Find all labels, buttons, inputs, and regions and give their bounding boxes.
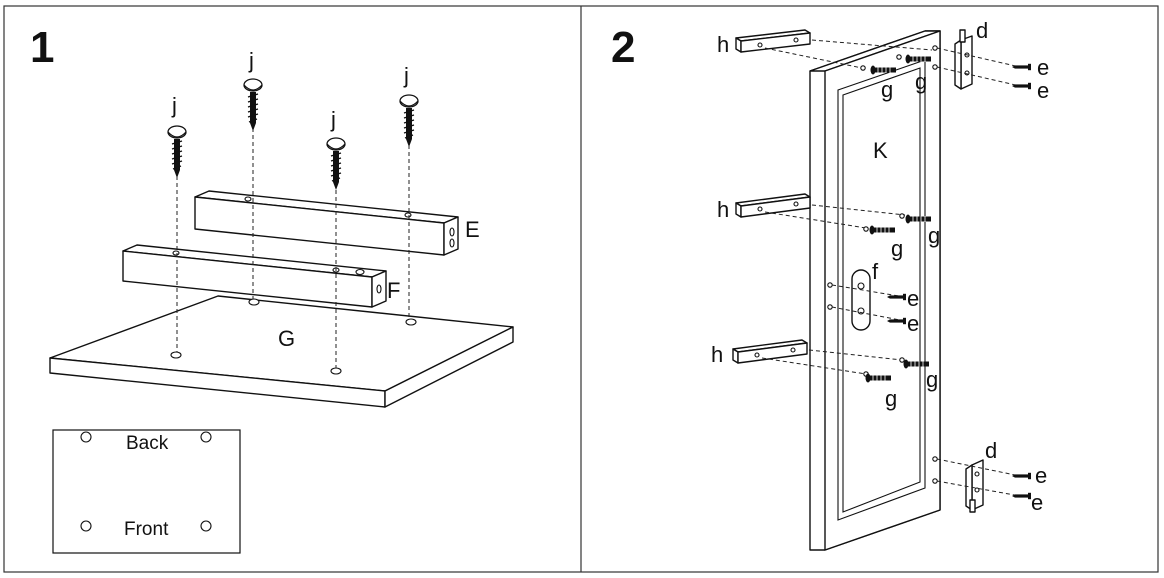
label-screw-e: e: [1037, 55, 1049, 80]
alignment-line: [831, 306, 906, 322]
alignment-line: [764, 211, 867, 229]
label-screw-e: e: [907, 286, 919, 311]
label-bracket-d: d: [976, 18, 988, 43]
bracket-h-bot: [732, 339, 808, 364]
alignment-line: [936, 480, 1021, 497]
label-bracket-f: f: [872, 259, 879, 284]
panel-2: 2 K h h: [611, 18, 1049, 551]
screw-e-icon: [1012, 63, 1031, 71]
label-bolt-g: g: [926, 367, 938, 392]
screw-e-icon: [1012, 492, 1031, 500]
label-bolt-g: g: [881, 77, 893, 102]
bracket-f: [851, 269, 871, 331]
inset-back-label: Back: [126, 433, 169, 454]
bracket-d-bot: [965, 459, 984, 513]
label-screw-e: e: [1035, 463, 1047, 488]
frame-k: [809, 30, 941, 551]
alignment-line: [808, 349, 903, 361]
screw-j-icon: [399, 94, 419, 148]
label-screw-e: e: [1037, 78, 1049, 103]
label-screw-j: j: [330, 107, 336, 132]
orientation-inset: [52, 429, 241, 554]
alignment-line: [936, 66, 1021, 87]
label-bracket-h: h: [717, 32, 729, 57]
bracket-d-top: [954, 29, 973, 90]
step-number-1: 1: [30, 23, 54, 72]
alignment-line: [936, 47, 1021, 68]
label-bolt-g: g: [928, 223, 940, 248]
rail-e: [194, 190, 459, 256]
bracket-h-top: [735, 29, 811, 53]
label-part-g: G: [278, 326, 295, 351]
screw-j-icon: [167, 125, 187, 179]
alignment-line: [764, 47, 863, 69]
label-screw-j: j: [171, 93, 177, 118]
alignment-line: [811, 39, 933, 51]
label-bracket-h: h: [711, 342, 723, 367]
label-bolt-g: g: [885, 386, 897, 411]
screw-e-icon: [1012, 82, 1031, 90]
label-part-k: K: [873, 138, 888, 163]
alignment-line: [761, 357, 867, 375]
screw-j-icon: [326, 137, 346, 191]
inset-front-label: Front: [124, 519, 169, 540]
bracket-h-mid: [735, 193, 811, 218]
panel-1: 1 G F: [30, 23, 514, 554]
label-screw-j: j: [248, 48, 254, 73]
screw-e-icon: [1012, 472, 1031, 480]
rail-f: [122, 244, 387, 308]
alignment-line: [811, 204, 906, 216]
label-bolt-g: g: [891, 236, 903, 261]
screw-j-icon: [243, 78, 263, 132]
label-bracket-h: h: [717, 197, 729, 222]
label-part-f: F: [387, 278, 400, 303]
label-bracket-d: d: [985, 438, 997, 463]
label-bolt-g: g: [915, 69, 927, 94]
label-screw-e: e: [907, 311, 919, 336]
board-g: [49, 295, 514, 408]
label-screw-e: e: [1031, 490, 1043, 515]
alignment-line: [936, 458, 1021, 477]
alignment-line: [831, 284, 906, 298]
label-screw-j: j: [403, 63, 409, 88]
label-part-e: E: [465, 217, 480, 242]
step-number-2: 2: [611, 23, 635, 72]
